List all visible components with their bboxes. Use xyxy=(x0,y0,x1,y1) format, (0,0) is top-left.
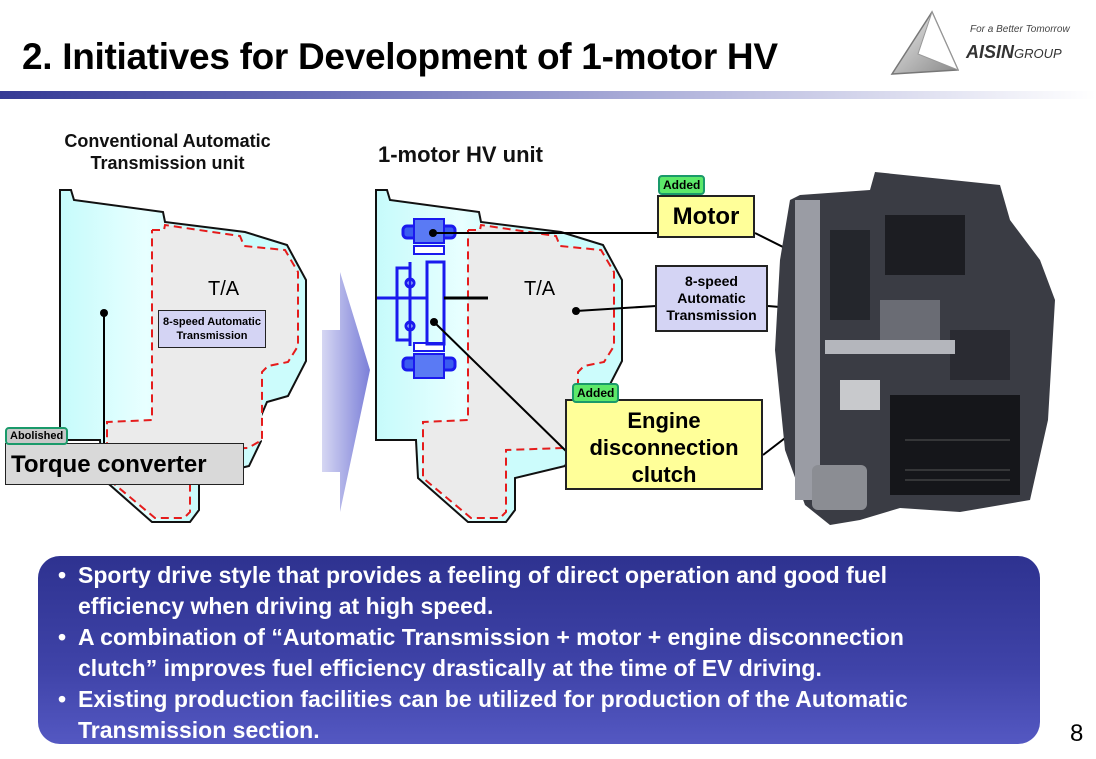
motor-clutch-schematic-icon xyxy=(377,218,457,379)
logo-tagline: For a Better Tomorrow xyxy=(970,24,1070,35)
bullet-item: Sporty drive style that provides a feeli… xyxy=(58,560,1024,622)
left-at-line2: Transmission xyxy=(176,330,248,342)
bullet-item: Existing production facilities can be ut… xyxy=(58,684,1024,746)
motor-added-tag: Added xyxy=(658,175,706,195)
hv-at-label: 8-speed Automatic Transmission xyxy=(655,265,768,332)
transition-arrow-icon xyxy=(322,272,370,512)
hv-at-line1: 8-speed xyxy=(685,273,738,289)
left-caption: Conventional Automatic Transmission unit xyxy=(40,130,295,174)
bullet-line: clutch” improves fuel efficiency drastic… xyxy=(78,655,822,681)
logo-brand-group: GROUP xyxy=(1014,46,1062,61)
hv-at-line2: Automatic xyxy=(677,290,746,306)
page-title: 2. Initiatives for Development of 1-moto… xyxy=(22,36,778,77)
right-caption: 1-motor HV unit xyxy=(378,142,543,167)
logo-brand: AISINGROUP xyxy=(966,42,1062,63)
left-caption-line2: Transmission unit xyxy=(90,153,245,173)
motor-label: Motor xyxy=(657,195,755,238)
clutch-line2: disconnection xyxy=(589,435,739,460)
aisin-triangle-icon xyxy=(890,10,960,75)
bullet-line: efficiency when driving at high speed. xyxy=(78,593,494,619)
summary-box: Sporty drive style that provides a feeli… xyxy=(38,556,1040,744)
leader-dot xyxy=(100,309,108,317)
right-ta-label: T/A xyxy=(524,278,556,300)
logo-brand-name: AISIN xyxy=(966,42,1015,62)
clutch-line3: clutch xyxy=(631,462,697,487)
bullet-line: Sporty drive style that provides a feeli… xyxy=(78,562,887,588)
left-at-line1: 8-speed Automatic xyxy=(162,316,261,328)
hv-at-line3: Transmission xyxy=(666,307,757,323)
clutch-added-tag: Added xyxy=(572,383,620,403)
title-rule xyxy=(0,91,1096,99)
bullet-item: A combination of “Automatic Transmission… xyxy=(58,622,1024,684)
clutch-line1: Engine xyxy=(627,408,701,433)
page-number: 8 xyxy=(1070,720,1084,747)
left-at-box: 8-speed Automatic Transmission xyxy=(158,310,266,348)
diagram-canvas xyxy=(59,172,1055,525)
abolished-tag: Abolished xyxy=(5,427,69,445)
left-ta-label: T/A xyxy=(208,278,240,300)
clutch-label: Engine disconnection clutch xyxy=(565,399,763,490)
left-caption-line1: Conventional Automatic xyxy=(64,131,271,151)
bullet-line: Transmission section. xyxy=(78,717,320,743)
bullet-line: Existing production facilities can be ut… xyxy=(78,686,908,712)
hv-unit-photo xyxy=(775,172,1055,525)
torque-converter-label: Torque converter xyxy=(5,443,244,485)
bullet-line: A combination of “Automatic Transmission… xyxy=(78,624,904,650)
